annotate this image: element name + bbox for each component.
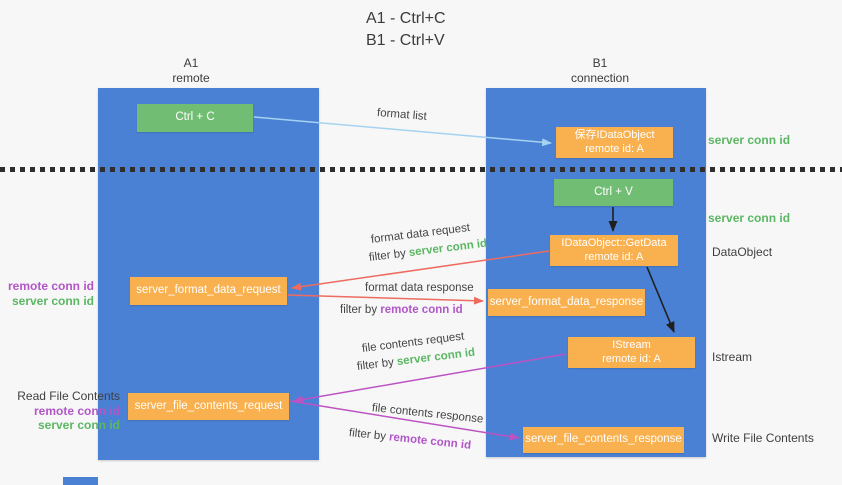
lifeline-b1-role: connection: [570, 71, 630, 85]
node-format-request-label: server_format_data_request: [136, 284, 281, 297]
edge-label-format-data-response: format data response: [365, 282, 474, 294]
server-conn-id-text: server conn id: [408, 237, 488, 260]
filter-by-text: filter by: [356, 356, 398, 373]
node-idataobject-getdata: IDataObject::GetData remote id: A: [550, 235, 678, 266]
label-server-conn-id-mid: server conn id: [708, 211, 791, 225]
node-save-dataobject-line1: 保存IDataObject: [574, 129, 655, 141]
node-ctrl-v: Ctrl + V: [554, 179, 673, 206]
node-ctrl-c-label: Ctrl + C: [175, 111, 215, 124]
label-server-conn-id-top: server conn id: [708, 133, 791, 147]
node-format-response-label: server_format_data_response: [489, 295, 644, 308]
label-read-file-contents: Read File Contents: [17, 389, 120, 403]
label-server-conn-id-1: server conn id: [11, 293, 94, 308]
filter-by-text: filter by: [368, 247, 410, 264]
node-ctrl-c: Ctrl + C: [137, 104, 253, 132]
title-line-1: A1 - Ctrl+C: [366, 10, 446, 27]
node-istream-line1: IStream: [612, 339, 651, 351]
node-istream: IStream remote id: A: [568, 337, 695, 368]
server-conn-id-text: server conn id: [396, 346, 476, 369]
node-istream-line2: remote id: A: [602, 352, 661, 365]
lifeline-header-a1: A1 remote: [131, 56, 251, 86]
node-server-file-contents-response: server_file_contents_response: [523, 427, 684, 453]
remote-conn-id-text: remote conn id: [388, 431, 472, 452]
title-line-2: B1 - Ctrl+V: [366, 32, 445, 49]
node-getdata-line2: remote id: A: [584, 250, 644, 263]
node-ctrl-v-label: Ctrl + V: [594, 185, 633, 198]
node-file-response-label: server_file_contents_response: [525, 433, 682, 446]
node-server-format-data-response: server_format_data_response: [488, 289, 645, 316]
label-remote-conn-id-2: remote conn id: [33, 403, 120, 418]
partial-clipped-element: [63, 477, 98, 485]
label-istream: Istream: [712, 350, 753, 364]
edge-label-filter-remote-conn-id-2: filter by remote conn id: [348, 427, 471, 452]
filter-by-text: filter by: [340, 304, 381, 316]
node-server-file-contents-request: server_file_contents_request: [128, 393, 289, 420]
edge-label-filter-remote-conn-id-1: filter by remote conn id: [340, 304, 463, 316]
label-write-file-contents: Write File Contents: [712, 431, 814, 445]
remote-conn-id-text: remote conn id: [380, 304, 463, 316]
diagram-title: A1 - Ctrl+C B1 - Ctrl+V: [366, 8, 446, 52]
lifeline-a1-role: remote: [172, 71, 210, 85]
lifeline-header-b1: B1 connection: [540, 56, 660, 86]
label-server-conn-id-2: server conn id: [37, 418, 120, 432]
node-file-request-label: server_file_contents_request: [134, 399, 283, 412]
edge-label-file-contents-response: file contents response: [371, 402, 484, 426]
edge-label-format-list: format list: [376, 107, 428, 123]
label-remote-conn-id-1: remote conn id: [7, 279, 94, 293]
phase-separator-dotted-line: [0, 167, 842, 172]
node-server-format-data-request: server_format_data_request: [130, 277, 287, 305]
label-dataobject: DataObject: [712, 245, 773, 259]
left-label-group-format: remote conn id server conn id: [6, 279, 94, 308]
left-label-group-file: Read File Contents remote conn id server…: [6, 389, 120, 433]
lifeline-a1-name: A1: [183, 56, 199, 70]
filter-by-text: filter by: [348, 427, 390, 444]
lifeline-b1-name: B1: [592, 56, 608, 70]
node-save-dataobject-line2: remote id: A: [585, 142, 644, 155]
node-save-dataobject: 保存IDataObject remote id: A: [556, 127, 673, 158]
node-getdata-line1: IDataObject::GetData: [561, 237, 667, 249]
